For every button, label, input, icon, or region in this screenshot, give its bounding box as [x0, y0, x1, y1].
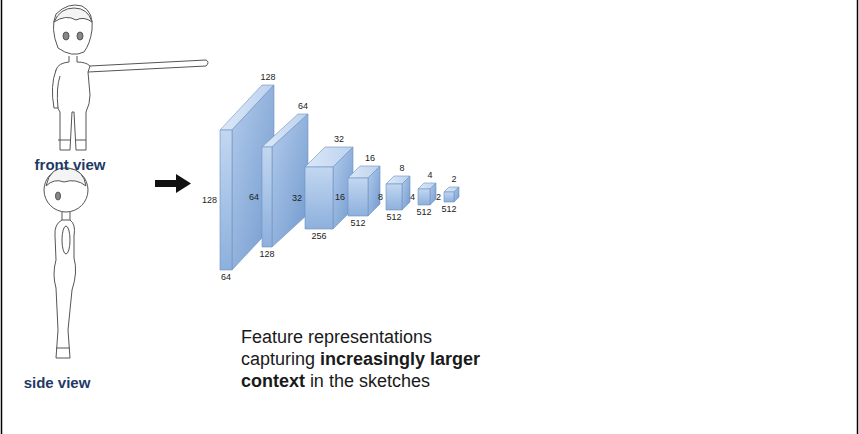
- view-label: front view: [35, 156, 106, 173]
- input-arrow: [155, 174, 191, 193]
- feature-block: 44512: [418, 183, 436, 205]
- dimension-number: 128: [259, 249, 274, 259]
- block-front: [444, 192, 454, 202]
- block-shape: [305, 147, 353, 229]
- dimension-number: 16: [365, 153, 375, 163]
- dimension-number: 4: [410, 192, 415, 202]
- side-figure: [44, 168, 88, 358]
- dimension-number: 64: [249, 192, 259, 202]
- block-shape: [418, 183, 436, 205]
- block-front: [418, 189, 430, 205]
- dimension-number: 8: [399, 163, 404, 173]
- dimension-number: 128: [260, 72, 275, 82]
- block-shape: [386, 176, 410, 210]
- dimension-number: 512: [386, 212, 401, 222]
- block-front: [386, 184, 402, 210]
- caption-run: in the sketches: [310, 371, 430, 391]
- dimension-number: 512: [441, 204, 456, 214]
- block-front: [348, 178, 368, 216]
- block-side: [272, 114, 308, 247]
- caption-text: Feature representations capturingincreas…: [241, 326, 503, 392]
- front-figure: [52, 5, 208, 150]
- dimension-number: 4: [427, 170, 432, 180]
- block-front: [305, 167, 333, 229]
- feature-block: 88512: [386, 176, 410, 210]
- dimension-number: 32: [292, 193, 302, 203]
- dimension-number: 8: [378, 192, 383, 202]
- feature-block: 6464128: [262, 114, 308, 247]
- block-shape: [444, 187, 459, 202]
- block-side: [368, 166, 380, 216]
- feature-block: 1616512: [348, 166, 380, 216]
- dimension-number: 16: [335, 192, 345, 202]
- block-shape: [348, 166, 380, 216]
- dimension-number: 2: [451, 174, 456, 184]
- dimension-number: 32: [334, 134, 344, 144]
- dimension-number: 64: [298, 101, 308, 111]
- block-side: [454, 187, 459, 202]
- dimension-number: 512: [350, 218, 365, 228]
- feature-block: 3232256: [305, 147, 353, 229]
- block-side: [232, 85, 274, 270]
- block-front: [220, 130, 232, 270]
- block-side: [402, 176, 410, 210]
- block-side: [430, 183, 436, 205]
- frame-line: [1, 0, 3, 434]
- dimension-number: 2: [436, 192, 441, 202]
- dimension-number: 64: [221, 272, 231, 282]
- dimension-number: 128: [202, 195, 217, 205]
- dimension-number: 256: [311, 231, 326, 241]
- block-shape: [262, 114, 308, 247]
- view-label: side view: [24, 374, 91, 391]
- feature-block: 22512: [444, 187, 459, 202]
- dimension-number: 512: [416, 207, 431, 217]
- frame-line: [857, 0, 859, 434]
- block-front: [262, 147, 272, 247]
